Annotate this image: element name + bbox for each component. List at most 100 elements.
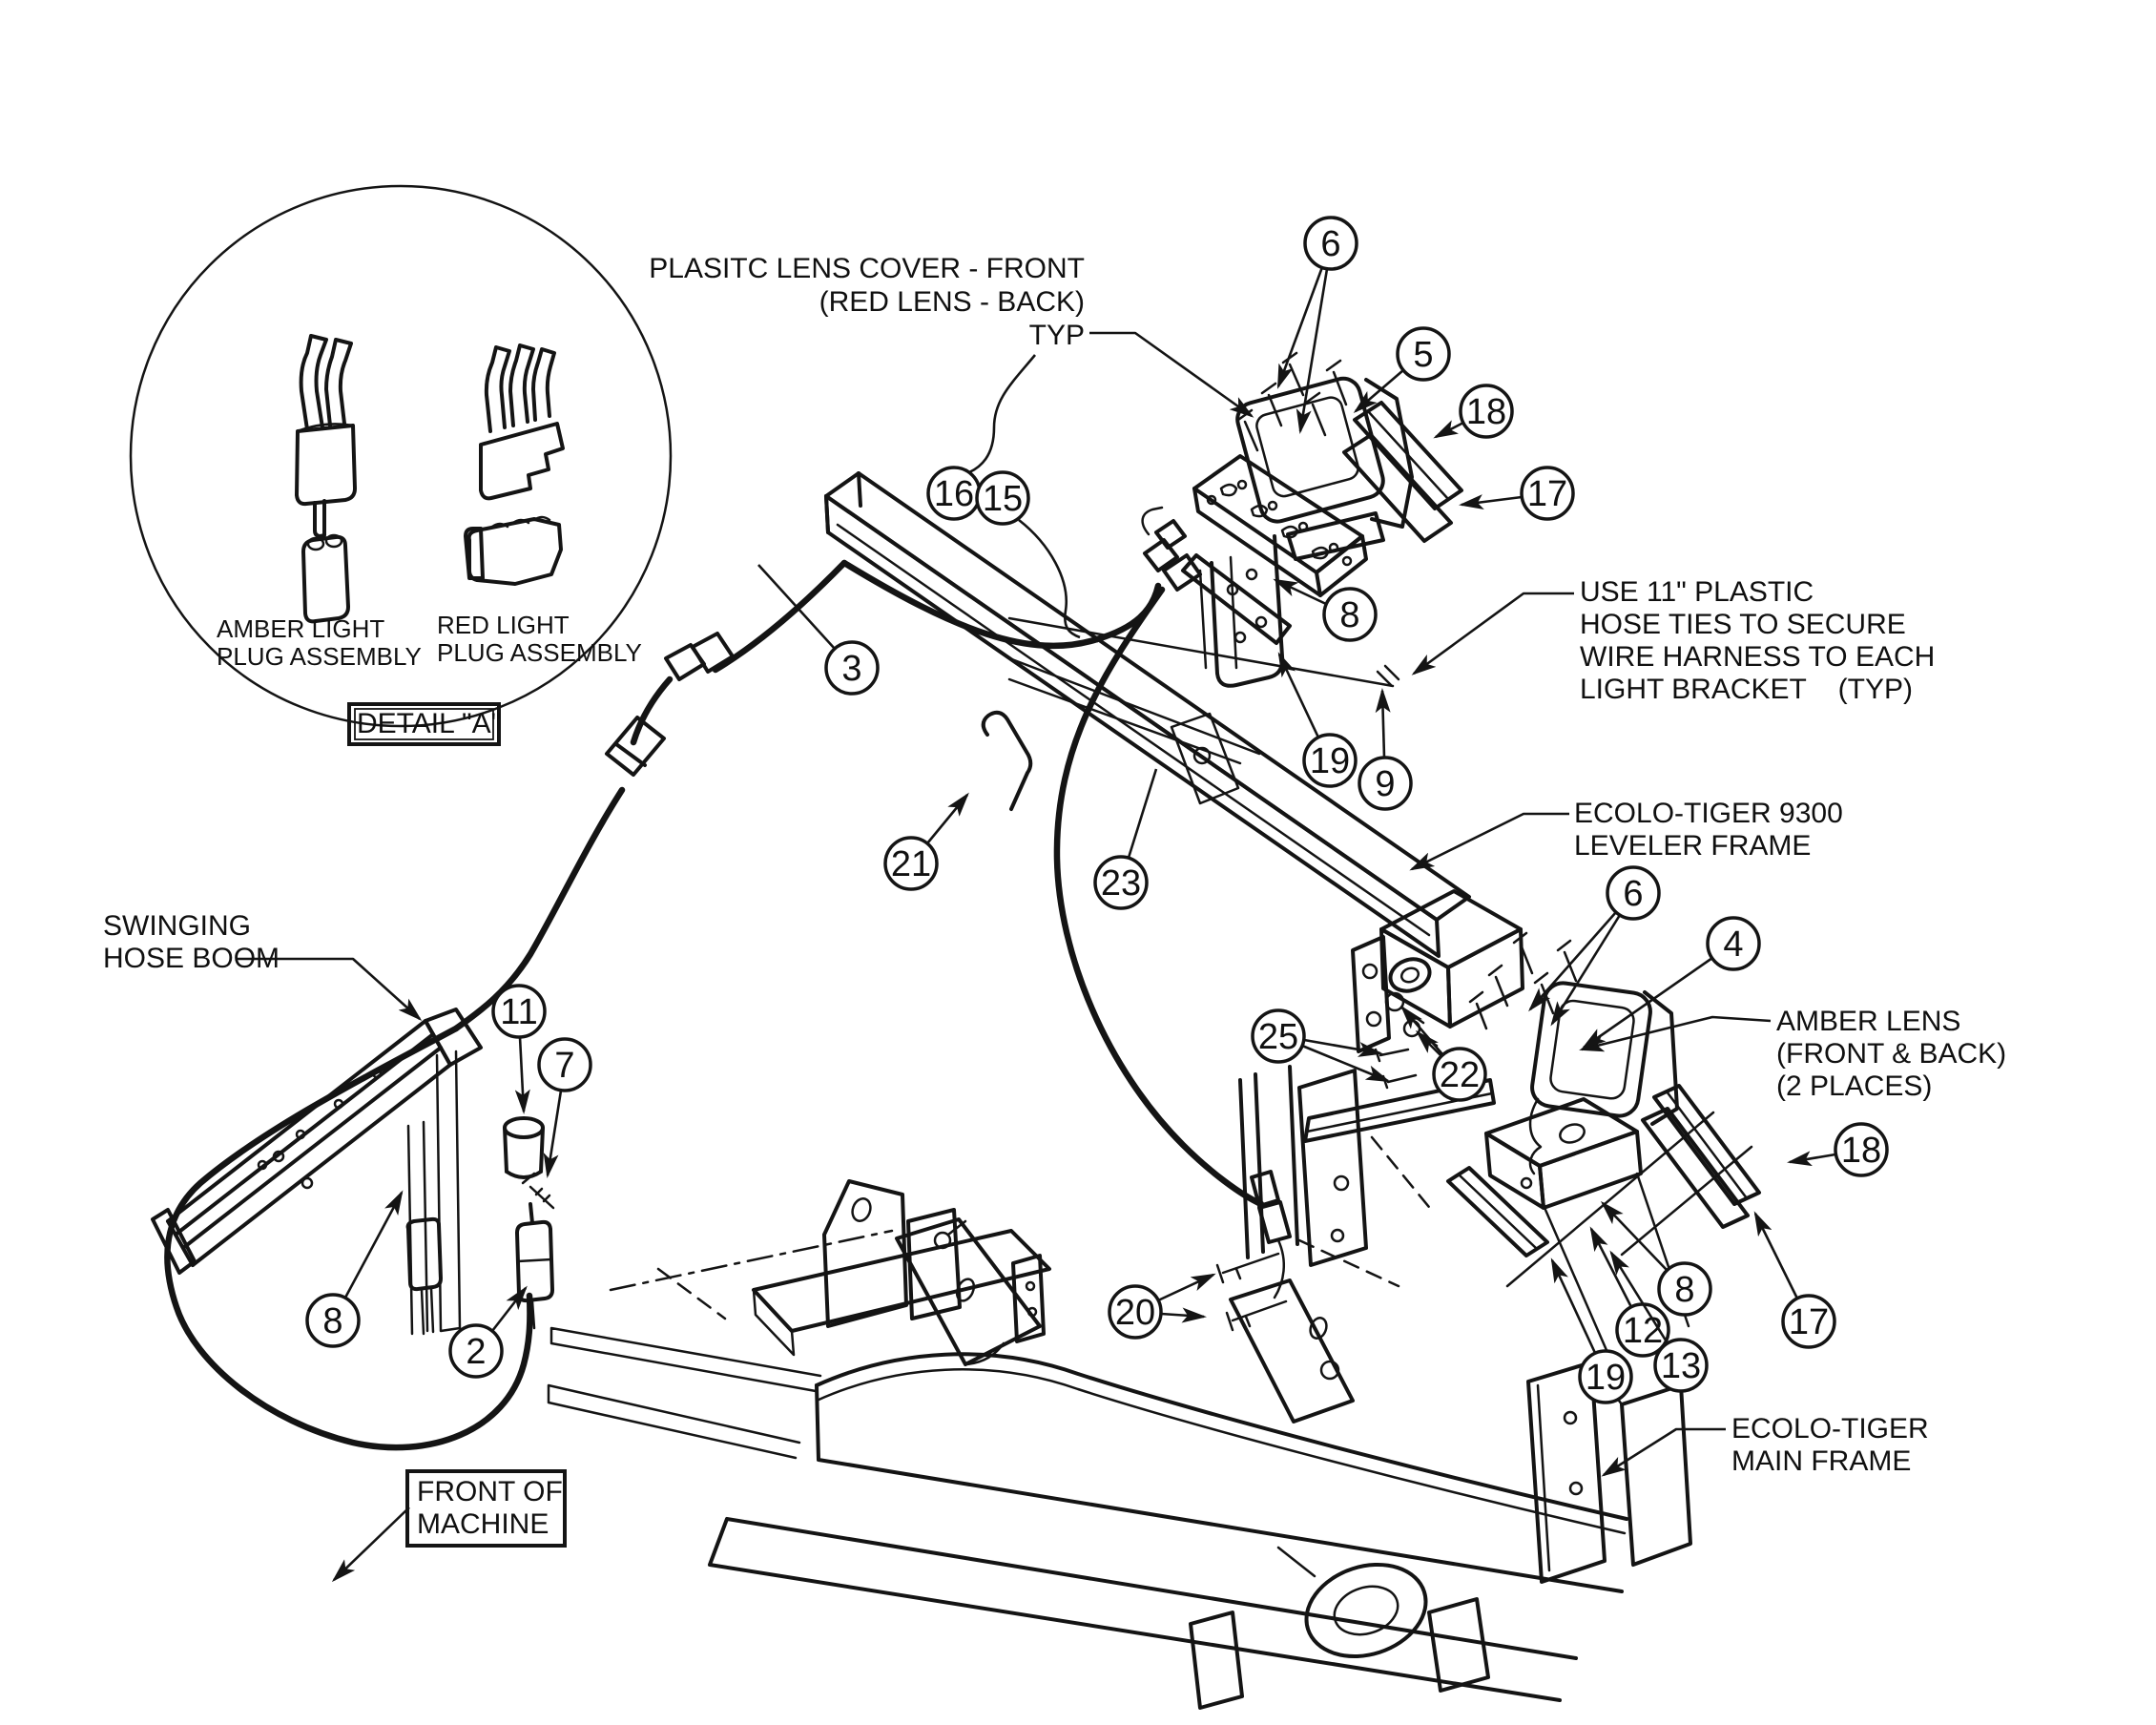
callout-21-10: 21 xyxy=(883,792,969,891)
callout-8-circle xyxy=(1322,587,1378,642)
callout-23-number: 23 xyxy=(1101,863,1141,904)
main-frame-label-line-2: MAIN FRAME xyxy=(1731,1445,1911,1477)
callout-17-leader xyxy=(1459,494,1523,510)
callout-18-leader xyxy=(1787,1151,1836,1167)
callout-21-circle xyxy=(883,836,939,891)
callout-8-number: 8 xyxy=(322,1301,342,1341)
detail-a-title-line-1: DETAIL "A" xyxy=(357,708,501,739)
amber-plug-label-line-2: PLUG ASSEMBLY xyxy=(217,642,422,671)
amber-plug-assembly-drawing xyxy=(295,334,357,624)
callout-22-15: 22 xyxy=(1400,1005,1487,1102)
callout-8-7: 8 xyxy=(1273,578,1378,642)
callout-22-circle xyxy=(1432,1047,1487,1102)
mount-bar-holes xyxy=(1206,479,1353,567)
callout-11-circle xyxy=(491,984,547,1039)
callout-18-leader xyxy=(1433,420,1464,439)
callout-13-19: 13 xyxy=(1609,1250,1709,1393)
callout-19-leader xyxy=(1277,652,1320,738)
callout-18-number: 18 xyxy=(1466,392,1506,432)
callout-19-leader xyxy=(1550,1257,1597,1354)
callout-20-16: 20 xyxy=(1108,1273,1216,1340)
red-plug-label-line-1: RED LIGHT xyxy=(437,611,570,639)
callout-7-24: 7 xyxy=(537,1037,592,1178)
callout-25-leader xyxy=(1301,1044,1391,1083)
callout-3-circle xyxy=(824,640,880,696)
front-of-machine-label-leader-line xyxy=(331,1507,410,1583)
callout-6-12: 6 xyxy=(1528,865,1661,1027)
callout-17-circle xyxy=(1781,1294,1836,1349)
detail-a-title-box xyxy=(347,702,501,746)
callout-8-number: 8 xyxy=(1674,1270,1694,1310)
callout-2-26: 2 xyxy=(448,1285,528,1379)
swinging-hose-boom-label-line-1: SWINGING xyxy=(103,910,251,942)
lens-cover-note-line-3: TYP xyxy=(1029,320,1085,351)
callout-9-number: 9 xyxy=(1375,764,1395,804)
callout-8-leader xyxy=(1600,1200,1668,1271)
callout-13-number: 13 xyxy=(1661,1346,1701,1386)
callout-17-3: 17 xyxy=(1459,466,1575,521)
callout-16-4: 16 xyxy=(926,466,982,521)
callout-21-number: 21 xyxy=(891,844,931,884)
callout-19-8: 19 xyxy=(1277,652,1358,788)
callout-17-leader xyxy=(1753,1211,1799,1299)
callout-6-leader xyxy=(1528,911,1617,1012)
callout-6-leader xyxy=(1296,268,1329,434)
callout-6-0: 6 xyxy=(1276,216,1358,434)
callout-8-circle xyxy=(305,1293,361,1348)
callout-8-circle xyxy=(1657,1261,1712,1317)
callout-7-leader xyxy=(543,1090,563,1178)
callout-19-circle xyxy=(1578,1349,1633,1404)
callout-19-circle xyxy=(1302,733,1358,788)
callout-22-leader xyxy=(1400,1005,1443,1055)
main-frame-label-line-1: ECOLO-TIGER xyxy=(1731,1413,1929,1444)
amber-plug-label-line-1: AMBER LIGHT xyxy=(217,614,384,643)
callout-6-leader xyxy=(1276,266,1324,389)
callout-23-circle xyxy=(1093,855,1149,910)
frame-bolts xyxy=(1215,1252,1288,1332)
callout-11-23: 11 xyxy=(491,984,547,1114)
detail-a-title-inner-box xyxy=(354,708,494,740)
callout-21-leader xyxy=(925,792,969,844)
red-plug-label-line-2: PLUG ASSEMBLY xyxy=(437,638,642,667)
callout-3-6: 3 xyxy=(757,564,880,696)
callout-17-number: 17 xyxy=(1527,474,1567,514)
callout-12-number: 12 xyxy=(1623,1311,1663,1351)
callout-22-leader xyxy=(1415,1029,1442,1057)
callout-8-25: 8 xyxy=(305,1190,404,1348)
callout-15-5: 15 xyxy=(975,470,1030,526)
callout-16-number: 16 xyxy=(934,474,974,514)
hose-ties-note-leader-line xyxy=(1411,592,1574,675)
callout-19-20: 19 xyxy=(1550,1257,1633,1404)
callout-25-number: 25 xyxy=(1258,1017,1298,1057)
wavy-leaders xyxy=(966,354,1081,639)
callout-2-circle xyxy=(448,1323,504,1379)
callout-2-number: 2 xyxy=(466,1332,486,1372)
callout-17-circle xyxy=(1520,466,1575,521)
callout-20-number: 20 xyxy=(1115,1293,1155,1333)
callout-18-22: 18 xyxy=(1787,1122,1889,1177)
detail-a-view xyxy=(129,184,673,728)
callout-3-leader xyxy=(757,564,836,650)
lens-cover-note-line-2: (RED LENS - BACK) xyxy=(819,286,1085,318)
hose-ties-note-line-4: LIGHT BRACKET (TYP) xyxy=(1580,674,1913,705)
callout-9-circle xyxy=(1358,756,1413,811)
callout-25-14: 25 xyxy=(1251,1008,1391,1083)
callout-9-9: 9 xyxy=(1358,688,1413,811)
callout-13-circle xyxy=(1653,1338,1709,1393)
swinging-hose-boom-label-line-2: HOSE BOOM xyxy=(103,943,280,974)
callout-2-leader xyxy=(490,1285,528,1332)
callout-4-circle xyxy=(1706,916,1761,971)
callout-5-number: 5 xyxy=(1413,335,1433,375)
front-light-assembly xyxy=(1181,351,1463,688)
amber-lens-label-line-2: (FRONT & BACK) xyxy=(1776,1038,2006,1070)
callout-8-17: 8 xyxy=(1600,1200,1712,1317)
lens-cover-note-leader-line xyxy=(1089,331,1254,418)
callout-12-18: 12 xyxy=(1589,1226,1670,1358)
callout-11-number: 11 xyxy=(500,992,537,1032)
callout-15-circle xyxy=(975,470,1030,526)
amber-lens-label-line-3: (2 PLACES) xyxy=(1776,1070,1932,1102)
